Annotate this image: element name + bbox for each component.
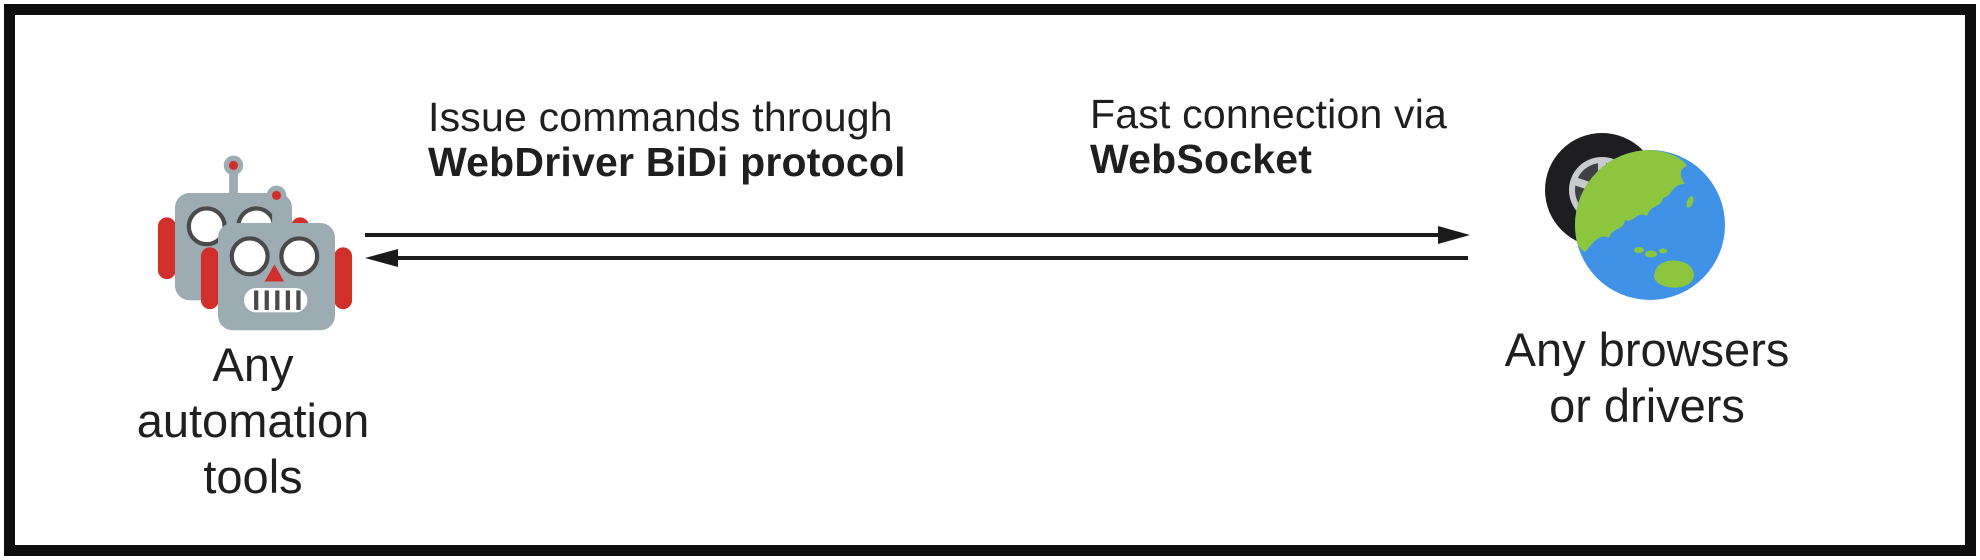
globe-icon [1575,150,1725,300]
arrow-label-protocol: Issue commands through WebDriver BiDi pr… [428,95,906,185]
left-node-caption-line3: tools [203,450,303,503]
right-node-caption: Any browsers or drivers [1447,322,1847,434]
left-node-caption-line1: Any [212,338,294,391]
right-node-caption-line1: Any browsers [1504,323,1790,376]
arrow-label-websocket-line2: WebSocket [1090,136,1313,182]
diagram-border [4,4,1976,556]
left-node-caption-line2: automation [136,394,370,447]
arrow-label-protocol-line1: Issue commands through [428,94,893,140]
arrow-left-icon [365,249,1468,267]
arrow-label-websocket-line1: Fast connection via [1090,91,1448,137]
left-node-caption: Any automation tools [53,337,453,505]
right-node-caption-line2: or drivers [1549,379,1745,432]
arrow-label-websocket: Fast connection via WebSocket [1090,92,1447,182]
bidirectional-arrows [365,226,1470,267]
arrow-label-protocol-line2: WebDriver BiDi protocol [428,139,906,185]
globe-with-tire-icon [1545,133,1725,300]
arrow-right-icon [365,226,1470,244]
automation-robots-icon [155,145,355,335]
